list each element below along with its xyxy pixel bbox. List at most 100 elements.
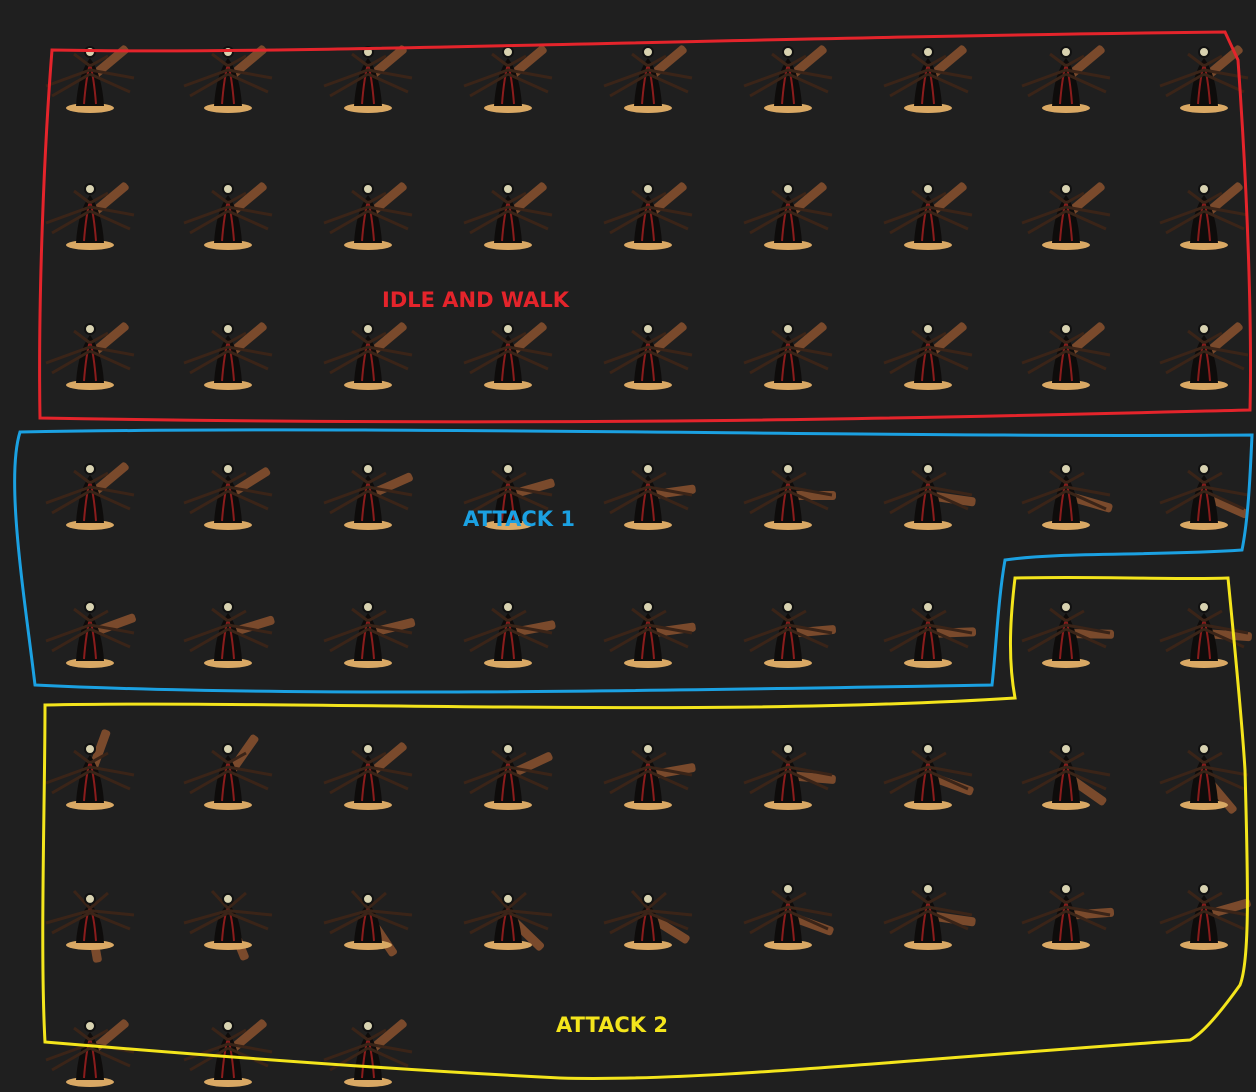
sprite-frame bbox=[743, 322, 833, 390]
sprite-frame bbox=[183, 322, 273, 390]
sprite-frame bbox=[323, 742, 413, 810]
creature-head bbox=[922, 883, 934, 895]
sprite-frame bbox=[1159, 883, 1251, 950]
creature-body bbox=[494, 904, 522, 943]
creature-body bbox=[774, 895, 802, 943]
creature-body bbox=[634, 335, 662, 383]
creature-arms bbox=[1159, 749, 1249, 795]
sprite-frame bbox=[463, 601, 556, 668]
creature-arms bbox=[743, 329, 833, 375]
creature-body bbox=[774, 335, 802, 383]
sprite-frame bbox=[743, 182, 833, 250]
creature-body bbox=[1190, 58, 1218, 106]
creature-arms bbox=[183, 329, 273, 375]
creature-head bbox=[84, 323, 96, 335]
idle-walk-outline bbox=[38, 30, 1252, 424]
sprite-frame bbox=[1021, 743, 1111, 810]
creature-arms bbox=[743, 889, 833, 935]
creature-body bbox=[914, 613, 942, 661]
creature-body bbox=[1190, 475, 1218, 523]
creature-body bbox=[1052, 895, 1080, 943]
sprite-frame bbox=[603, 889, 693, 950]
creature-body bbox=[494, 58, 522, 106]
creature-body bbox=[354, 904, 382, 943]
sprite-frame bbox=[603, 463, 696, 530]
creature-head bbox=[222, 463, 234, 475]
sprite-frame bbox=[883, 601, 977, 668]
sprite-frame bbox=[323, 45, 413, 113]
sprite-frame bbox=[743, 883, 834, 950]
creature-arms bbox=[603, 52, 693, 98]
creature-body bbox=[634, 613, 662, 661]
creature-head bbox=[642, 46, 654, 58]
sprite-frame bbox=[603, 182, 693, 250]
creature-body bbox=[76, 1032, 104, 1080]
creature-head bbox=[1198, 323, 1210, 335]
sprite-frame bbox=[603, 322, 693, 390]
attack-1-label: ATTACK 1 bbox=[463, 507, 575, 531]
creature-head bbox=[782, 46, 794, 58]
sprite-frame bbox=[463, 182, 553, 250]
creature-head bbox=[642, 892, 654, 905]
creature-arms bbox=[45, 52, 135, 98]
creature-arms bbox=[323, 469, 413, 515]
creature-head bbox=[782, 183, 794, 195]
creature-arms bbox=[883, 189, 973, 235]
creature-arms bbox=[883, 607, 973, 653]
creature-arms bbox=[603, 189, 693, 235]
creature-body bbox=[1190, 755, 1218, 803]
creature-body bbox=[214, 904, 242, 943]
sprite-frame bbox=[1021, 45, 1111, 113]
creature-arms bbox=[463, 52, 553, 98]
creature-head bbox=[1060, 183, 1072, 195]
sprite-frame bbox=[183, 734, 273, 810]
creature-body bbox=[76, 195, 104, 243]
creature-body bbox=[634, 755, 662, 803]
sprite-frame bbox=[1159, 743, 1249, 814]
creature-arms bbox=[883, 329, 973, 375]
creature-head bbox=[1060, 743, 1072, 755]
sprite-frame bbox=[1159, 601, 1252, 668]
creature-body bbox=[494, 335, 522, 383]
sprite-frame bbox=[883, 743, 974, 810]
creature-body bbox=[354, 195, 382, 243]
sprite-frame bbox=[183, 45, 273, 113]
creature-body bbox=[214, 58, 242, 106]
sprite-frame bbox=[45, 1019, 135, 1087]
creature-head bbox=[362, 743, 374, 755]
creature-body bbox=[494, 755, 522, 803]
attack-2-label: ATTACK 2 bbox=[556, 1013, 668, 1037]
creature-body bbox=[914, 335, 942, 383]
sprite-frame bbox=[743, 463, 836, 530]
creature-arms bbox=[603, 749, 693, 795]
creature-arms bbox=[463, 607, 553, 653]
sprite-frame bbox=[463, 322, 553, 390]
creature-arms bbox=[463, 189, 553, 235]
creature-head bbox=[502, 743, 514, 755]
creature-head bbox=[642, 743, 654, 755]
sprite-frame bbox=[323, 322, 413, 390]
sprite-frame bbox=[323, 182, 413, 250]
sprite-frame bbox=[883, 883, 976, 950]
creature-arms bbox=[323, 329, 413, 375]
creature-body bbox=[914, 755, 942, 803]
creature-arms bbox=[45, 749, 135, 795]
creature-body bbox=[1190, 613, 1218, 661]
creature-head bbox=[362, 463, 374, 475]
creature-arms bbox=[883, 469, 973, 515]
attack2-outline bbox=[41, 575, 1249, 1080]
creature-head bbox=[222, 892, 234, 905]
creature-arms bbox=[45, 329, 135, 375]
creature-head bbox=[502, 463, 514, 475]
creature-head bbox=[642, 601, 654, 613]
creature-head bbox=[362, 1020, 374, 1032]
creature-body bbox=[354, 58, 382, 106]
creature-head bbox=[362, 323, 374, 335]
creature-head bbox=[222, 1020, 234, 1032]
creature-head bbox=[1198, 183, 1210, 195]
creature-body bbox=[774, 475, 802, 523]
creature-head bbox=[922, 46, 934, 58]
creature-head bbox=[922, 463, 934, 475]
club-icon bbox=[505, 752, 553, 780]
creature-arms bbox=[603, 469, 693, 515]
